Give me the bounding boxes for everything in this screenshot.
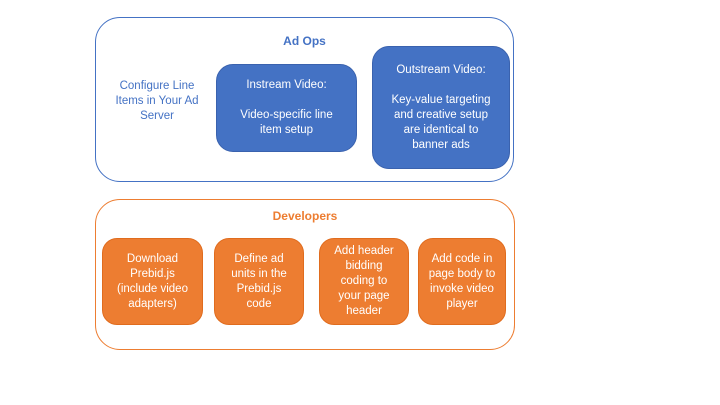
outstream-video-box-title: Outstream Video: bbox=[396, 63, 486, 76]
instream-video-box: Instream Video: Video-specific line item… bbox=[216, 64, 357, 152]
developers-group-title: Developers bbox=[272, 209, 338, 223]
add-header-bidding-box: Add header bidding coding to your page h… bbox=[319, 238, 409, 325]
instream-video-box-title: Instream Video: bbox=[246, 79, 327, 91]
ad-ops-group-title: Ad Ops bbox=[283, 34, 326, 48]
outstream-video-box: Outstream Video: Key-value targeting and… bbox=[372, 46, 510, 169]
ad-ops-group: Ad Ops Configure Line Items in Your Ad S… bbox=[95, 17, 514, 182]
developers-group: Developers Download Prebid.js (include v… bbox=[95, 199, 515, 350]
download-prebid-box: Download Prebid.js (include video adapte… bbox=[102, 238, 203, 325]
ad-ops-side-note: Configure Line Items in Your Ad Server bbox=[115, 80, 199, 122]
add-page-body-code-box: Add code in page body to invoke video pl… bbox=[418, 238, 506, 325]
define-ad-units-box: Define ad units in the Prebid.js code bbox=[214, 238, 304, 325]
instream-video-box-body: Video-specific line item setup bbox=[240, 109, 333, 136]
outstream-video-box-body: Key-value targeting and creative setup a… bbox=[391, 93, 491, 151]
